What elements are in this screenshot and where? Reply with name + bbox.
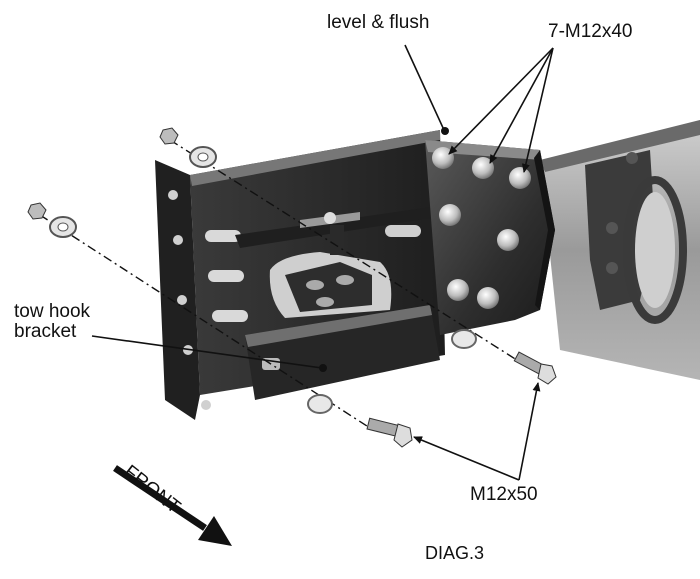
leader-bolt-3 xyxy=(521,47,554,173)
linkage-bar xyxy=(235,205,450,255)
washer-icon xyxy=(451,329,477,349)
leader-m50-upper xyxy=(518,382,541,481)
bolt-head xyxy=(472,157,494,179)
bolt-head xyxy=(447,279,469,301)
leader-level-flush xyxy=(404,44,445,131)
leader-bolt-1 xyxy=(448,47,554,155)
nut-icon xyxy=(27,202,47,220)
m12x50-bolt-lower xyxy=(366,417,413,448)
bolt-head xyxy=(439,204,461,226)
label-tow-hook-line2: bracket xyxy=(14,320,77,342)
leader-lines xyxy=(91,44,554,481)
label-tow-hook-bracket: tow hook bracket xyxy=(14,302,90,342)
bolt-head xyxy=(432,147,454,169)
frame-rail xyxy=(540,120,700,380)
m12x40-bolts xyxy=(432,147,531,309)
m12x50-bolt-upper xyxy=(513,351,557,385)
front-arrow-icon xyxy=(113,465,232,546)
bolt-head xyxy=(477,287,499,309)
bolt-head xyxy=(509,167,531,189)
label-bolts-m12x50: M12x50 xyxy=(470,484,538,505)
label-level-flush: level & flush xyxy=(327,12,430,33)
nut-icon xyxy=(159,127,179,145)
diagram-id: DIAG.3 xyxy=(425,543,485,563)
leader-bolt-2 xyxy=(489,47,554,164)
washer-icon xyxy=(307,394,333,414)
leader-m50-lower xyxy=(413,436,520,481)
label-tow-hook-line1: tow hook xyxy=(14,301,91,322)
bolt-head xyxy=(497,229,519,251)
nuts-washers xyxy=(27,127,477,414)
bolt-centerlines xyxy=(39,139,521,429)
label-bolts-m12x40: 7-M12x40 xyxy=(548,21,633,42)
leader-tow-hook xyxy=(91,335,323,369)
frame-bracket xyxy=(155,130,445,420)
